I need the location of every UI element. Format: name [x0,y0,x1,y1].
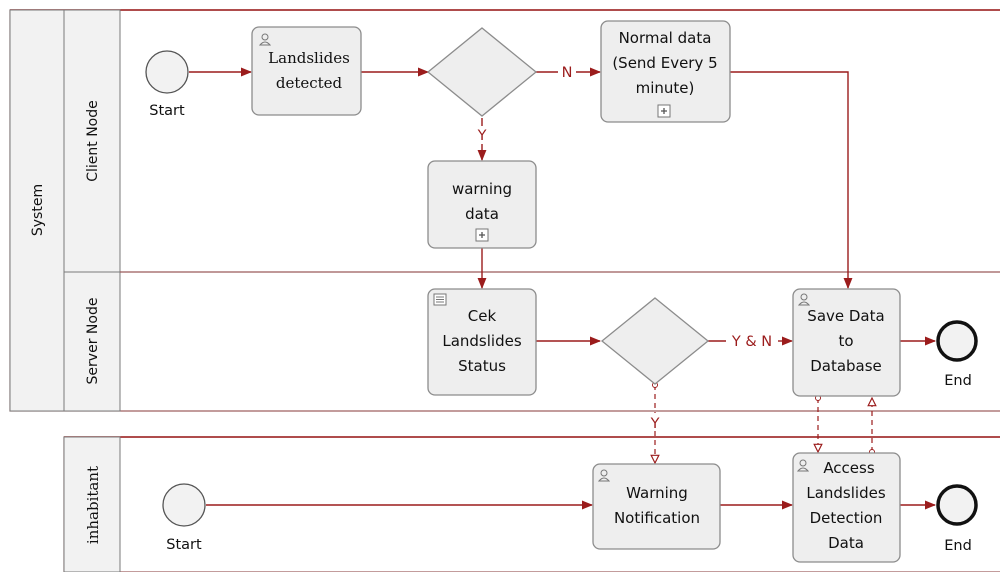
lane-server-node-label: Server Node [85,298,101,385]
pool-system-label: System [30,184,46,236]
task-access-line2: Landslides [806,484,885,502]
task-access-line1: Access [823,459,875,477]
task-warning-data: warning data [427,160,537,249]
task-landslides-detected-line1: Landslides [268,49,350,67]
task-access-line4: Data [828,534,864,552]
task-save-data: Save Data to Database [792,288,901,397]
flow-label-y-top: Y [477,128,487,144]
user-icon [796,459,810,472]
task-cek-line3: Status [458,357,506,375]
task-access-line3: Detection [810,509,883,527]
task-normal-data: Normal data (Send Every 5 minute) [600,20,731,123]
task-cek-line1: Cek [468,307,497,325]
task-landslides-detected-line2: detected [276,74,343,92]
task-save-line1: Save Data [807,307,884,325]
end-event-server: End [936,320,978,389]
start-event-inhabitant-label: Start [166,537,202,553]
end-event-inhabitant-label: End [944,538,972,554]
end-event-inhabitant: End [936,484,978,554]
task-save-line3: Database [810,357,882,375]
user-icon [597,469,611,482]
task-warning-notification-line2: Notification [614,509,700,527]
start-event-inhabitant: Start [162,483,206,553]
gateway-status-check [600,297,710,385]
task-normal-data-line1: Normal data [619,29,712,47]
flow-label-y-and-n: Y & N [731,334,772,350]
user-icon [797,293,811,306]
end-event-server-label: End [944,373,972,389]
pool-inhabitant-label: inhabitant [84,466,102,544]
user-icon [258,33,272,46]
lane-client-node-label: Client Node [85,100,101,182]
gateway-landslide-check [426,27,538,117]
start-event-client-label: Start [149,103,185,119]
task-normal-data-line2: (Send Every 5 [612,54,717,72]
task-warning-notification: Warning Notification [592,463,721,550]
start-event-client: Start [145,50,189,119]
task-normal-data-line3: minute) [636,79,695,97]
script-icon [433,293,447,306]
task-cek-line2: Landslides [442,332,521,350]
flow-label-n: N [562,65,573,81]
task-cek-landslides-status: Cek Landslides Status [427,288,537,396]
task-warning-data-line2: data [465,205,499,223]
task-save-line2: to [838,332,853,350]
flow-label-y-bottom: Y [650,416,660,432]
task-warning-notification-line1: Warning [626,484,688,502]
task-landslides-detected: Landslides detected [251,26,362,116]
expand-subprocess-icon[interactable] [657,104,671,118]
task-warning-data-line1: warning [452,180,512,198]
expand-subprocess-icon[interactable] [475,228,489,242]
task-access-data: Access Landslides Detection Data [792,452,901,563]
